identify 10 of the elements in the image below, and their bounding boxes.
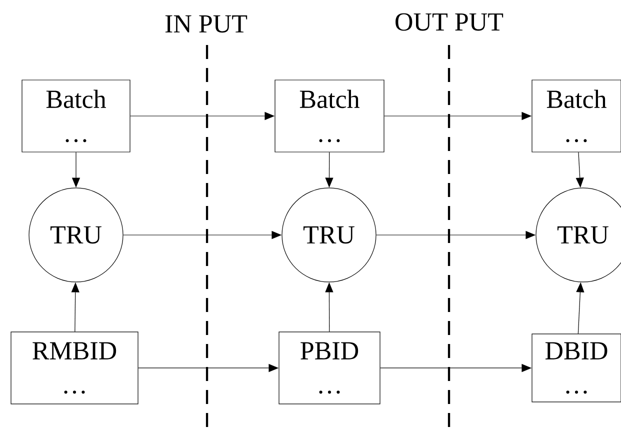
section-label: IN PUT xyxy=(165,15,248,33)
process-box: Batch … xyxy=(532,80,621,152)
circle-node: TRU xyxy=(282,188,376,282)
process-box: Batch … xyxy=(274,80,384,152)
circle-node: TRU xyxy=(28,188,124,282)
section-label: OUT PUT xyxy=(396,13,504,31)
process-box: RMBID … xyxy=(10,332,138,404)
process-box: PBID … xyxy=(278,332,380,404)
process-box: Batch … xyxy=(22,80,130,152)
process-box: DBID … xyxy=(532,334,621,402)
